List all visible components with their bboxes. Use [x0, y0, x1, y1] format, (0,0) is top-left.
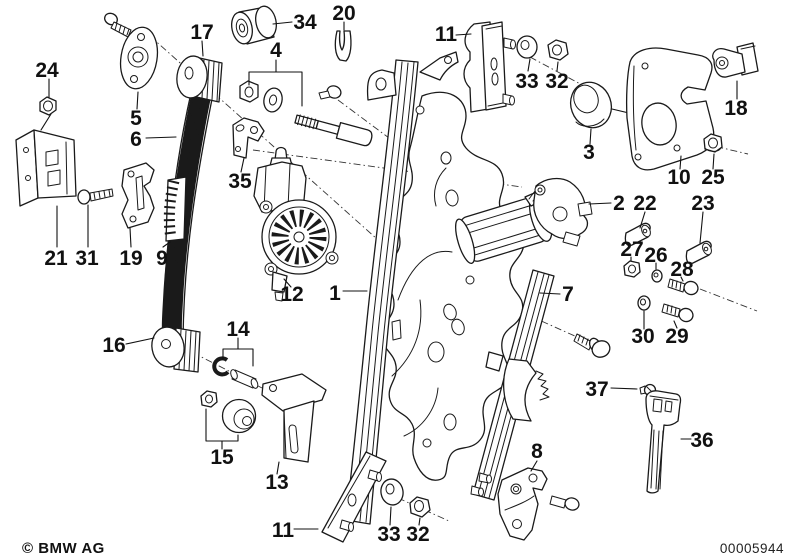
callout-labels: 24 5 6 17 34 20 4 35 21 31 19 9 12 1 16 …: [35, 2, 748, 546]
part-21-bracket: [15, 129, 77, 207]
callout-label-2: 2: [613, 192, 625, 215]
part-14-clip-pin-group: [212, 356, 259, 389]
leader-lines: [48, 21, 738, 530]
part-11-end-plate-bottom: [321, 451, 387, 543]
rail-mounting-bolt: [573, 333, 611, 358]
part-33-washer-bottom: [380, 478, 404, 506]
part-9-toothed-segment: [163, 176, 187, 242]
part-25-nut: [703, 133, 723, 153]
callout-label-7: 7: [562, 283, 574, 306]
part-7-guide-rail: [470, 269, 555, 501]
part-11-end-plate-top: [463, 21, 516, 113]
callout-label-11-top: 11: [435, 23, 458, 46]
part-3-grommet: [569, 81, 613, 129]
callout-label-16: 16: [102, 334, 125, 357]
callout-label-3: 3: [583, 141, 595, 164]
part-24-nut: [39, 96, 57, 116]
callout-label-15: 15: [210, 446, 234, 469]
part-23-bushing: [685, 240, 712, 265]
callout-label-8: 8: [531, 440, 543, 463]
part-29-screw: [661, 303, 694, 323]
callout-label-13: 13: [265, 471, 288, 494]
part-36-channel: [645, 390, 682, 494]
part-16-belt-pulley: [151, 326, 201, 373]
callout-label-26: 26: [644, 244, 667, 267]
callout-label-27: 27: [620, 238, 643, 261]
callout-label-6: 6: [130, 128, 142, 151]
part-30-washer: [637, 295, 651, 311]
callout-label-37: 37: [585, 378, 608, 401]
part-12-motor-drive: [253, 146, 339, 302]
callout-label-35: 35: [228, 170, 252, 193]
part-18-hinge: [712, 42, 759, 78]
callout-label-10: 10: [667, 166, 690, 189]
callout-label-30: 30: [631, 325, 654, 348]
part-4-spindle-group: [239, 80, 373, 147]
callout-label-36: 36: [690, 429, 713, 452]
part-28-screw: [667, 278, 699, 296]
callout-label-17: 17: [190, 21, 213, 44]
copyright-text: © BMW AG: [22, 540, 105, 557]
callout-label-32-top: 32: [545, 70, 568, 93]
callout-label-33-top: 33: [515, 70, 538, 93]
callout-label-21: 21: [44, 247, 68, 270]
part-35-bracket: [232, 117, 265, 159]
callout-label-20: 20: [332, 2, 355, 25]
part-regulator-backplate: [381, 91, 525, 481]
part-33-washer-top: [516, 35, 538, 59]
callout-label-23: 23: [691, 192, 714, 215]
drawing-number: 00005944: [720, 541, 784, 556]
callout-label-25: 25: [701, 166, 725, 189]
part-27-nut: [623, 260, 641, 278]
callout-label-9: 9: [156, 247, 168, 270]
callout-label-1: 1: [329, 282, 341, 305]
footer: © BMW AG 00005944: [22, 540, 784, 557]
part-15-roller-group: [200, 390, 257, 434]
flange-screw: [104, 12, 132, 38]
part-1-main-rail: [345, 51, 459, 525]
callout-label-11-bottom: 11: [272, 519, 295, 542]
callout-label-24: 24: [35, 59, 59, 82]
part-5-flange: [119, 26, 159, 90]
callout-label-12: 12: [280, 283, 303, 306]
callout-label-34: 34: [293, 11, 317, 34]
callout-label-28: 28: [670, 258, 694, 281]
callout-label-32-bottom: 32: [406, 523, 429, 546]
part-26-washer: [651, 269, 663, 283]
part-19-guide: [121, 162, 155, 229]
part-10-mounting-plate: [625, 47, 715, 171]
part-32-nut-top: [547, 39, 569, 61]
callout-label-14: 14: [226, 318, 250, 341]
part-32-nut-bottom: [409, 496, 431, 518]
part-8-bracket: [497, 467, 580, 541]
part-20-clip: [334, 30, 352, 62]
callout-label-4: 4: [270, 39, 282, 62]
part-31-screw: [77, 188, 114, 205]
callout-label-29: 29: [665, 325, 688, 348]
callout-label-19: 19: [119, 247, 142, 270]
callout-label-18: 18: [724, 97, 748, 120]
part-17-belt-gear: [176, 55, 223, 103]
callout-label-31: 31: [75, 247, 99, 270]
part-34-roller: [231, 5, 277, 45]
part-2-motor: [454, 177, 593, 264]
callout-label-22: 22: [633, 192, 656, 215]
part-13-glass-bracket: [261, 373, 327, 463]
callout-label-5: 5: [130, 107, 142, 130]
callout-label-33-bottom: 33: [377, 523, 400, 546]
part-22-bushing: [624, 222, 651, 247]
